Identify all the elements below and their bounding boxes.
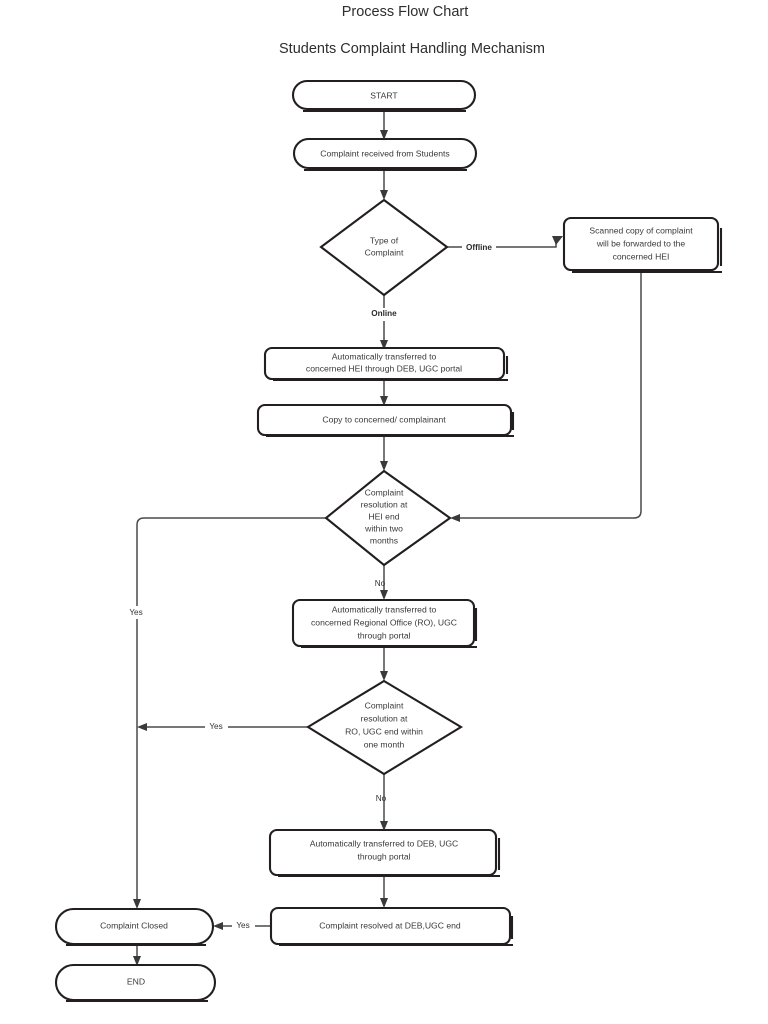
edge-closed-to-end (133, 944, 141, 966)
node-scanned-copy-line1: Scanned copy of complaint (589, 225, 693, 235)
node-ro-resolution-line3: RO, UGC end within (345, 726, 423, 736)
node-deb-resolved[interactable]: Complaint resolved at DEB,UGC end (269, 906, 514, 947)
node-type-of-complaint[interactable]: Type of Complaint (319, 198, 449, 297)
node-type-of-complaint-line1: Type of (370, 235, 399, 245)
node-auto-transfer-deb-line2: through portal (357, 851, 410, 861)
edge-label-no-ro: No (376, 794, 387, 803)
edge-label-yes-deb: Yes (236, 921, 249, 930)
edge-auto-hei-to-copy (380, 380, 388, 406)
edge-hei-res-yes-to-closed (133, 517, 326, 909)
node-hei-resolution-line3: HEI end (368, 511, 399, 521)
edge-type-to-auto-hei (380, 295, 388, 350)
node-start[interactable]: START (291, 79, 477, 113)
edge-received-to-type (380, 168, 388, 200)
node-hei-resolution-line2: resolution at (361, 499, 408, 509)
node-scanned-copy-line2: will be forwarded to the (596, 238, 686, 248)
node-auto-transfer-hei[interactable]: Automatically transferred to concerned H… (263, 346, 509, 382)
node-end-label: END (127, 976, 145, 986)
node-complaint-closed-label: Complaint Closed (100, 920, 168, 930)
node-hei-resolution-decision[interactable]: Complaint resolution at HEI end within t… (324, 469, 452, 567)
node-copy-to-complainant[interactable]: Copy to concerned/ complainant (256, 403, 515, 438)
node-auto-transfer-ro-line1: Automatically transferred to (332, 604, 437, 614)
node-hei-resolution-line1: Complaint (365, 487, 404, 497)
edge-start-to-received (380, 109, 388, 140)
edge-label-yes-ro: Yes (209, 722, 222, 731)
edge-ro-res-no-to-auto-deb (380, 774, 388, 831)
node-ro-resolution-decision[interactable]: Complaint resolution at RO, UGC end with… (305, 679, 464, 776)
node-hei-resolution-line5: months (370, 535, 398, 545)
node-start-label: START (370, 90, 398, 100)
node-scanned-copy[interactable]: Scanned copy of complaint will be forwar… (562, 216, 723, 274)
node-scanned-copy-line3: concerned HEI (613, 251, 670, 261)
edge-label-online: Online (371, 309, 397, 318)
node-auto-transfer-hei-line2: concerned HEI through DEB, UGC portal (306, 363, 462, 373)
edge-scanned-to-hei-res (450, 271, 642, 522)
node-auto-transfer-ro[interactable]: Automatically transferred to concerned R… (291, 598, 478, 649)
node-complaint-closed[interactable]: Complaint Closed (54, 907, 215, 947)
node-auto-transfer-deb-line1: Automatically transferred to DEB, UGC (310, 838, 459, 848)
edge-hei-res-no-to-auto-ro (380, 565, 388, 600)
node-complaint-received-label: Complaint received from Students (320, 148, 449, 158)
chart-title: Process Flow Chart (342, 4, 469, 20)
edge-label-layer: Offline Online No Yes Yes No Yes (123, 241, 496, 932)
node-auto-transfer-hei-line1: Automatically transferred to (332, 351, 437, 361)
connector-layer (133, 109, 642, 966)
node-auto-transfer-ro-line3: through portal (357, 630, 410, 640)
node-hei-resolution-line4: within two (364, 523, 403, 533)
node-auto-transfer-ro-line2: concerned Regional Office (RO), UGC (311, 617, 457, 627)
node-ro-resolution-line2: resolution at (361, 713, 408, 723)
node-complaint-received[interactable]: Complaint received from Students (292, 137, 478, 172)
node-type-of-complaint-line2: Complaint (365, 247, 404, 257)
edge-copy-to-hei-res (380, 436, 388, 471)
node-ro-resolution-line1: Complaint (365, 700, 404, 710)
chart-subtitle: Students Complaint Handling Mechanism (279, 41, 545, 57)
node-ro-resolution-line4: one month (364, 739, 405, 749)
edge-label-offline: Offline (466, 243, 492, 252)
node-auto-transfer-deb[interactable]: Automatically transferred to DEB, UGC th… (268, 828, 501, 878)
edge-label-no-hei: No (375, 579, 386, 588)
node-deb-resolved-label: Complaint resolved at DEB,UGC end (319, 920, 461, 930)
node-end[interactable]: END (54, 963, 217, 1003)
edge-auto-deb-to-deb-resolved (380, 875, 388, 908)
node-copy-to-complainant-label: Copy to concerned/ complainant (322, 414, 446, 424)
edge-label-yes-hei: Yes (129, 608, 142, 617)
edge-auto-ro-to-ro-res (380, 646, 388, 681)
